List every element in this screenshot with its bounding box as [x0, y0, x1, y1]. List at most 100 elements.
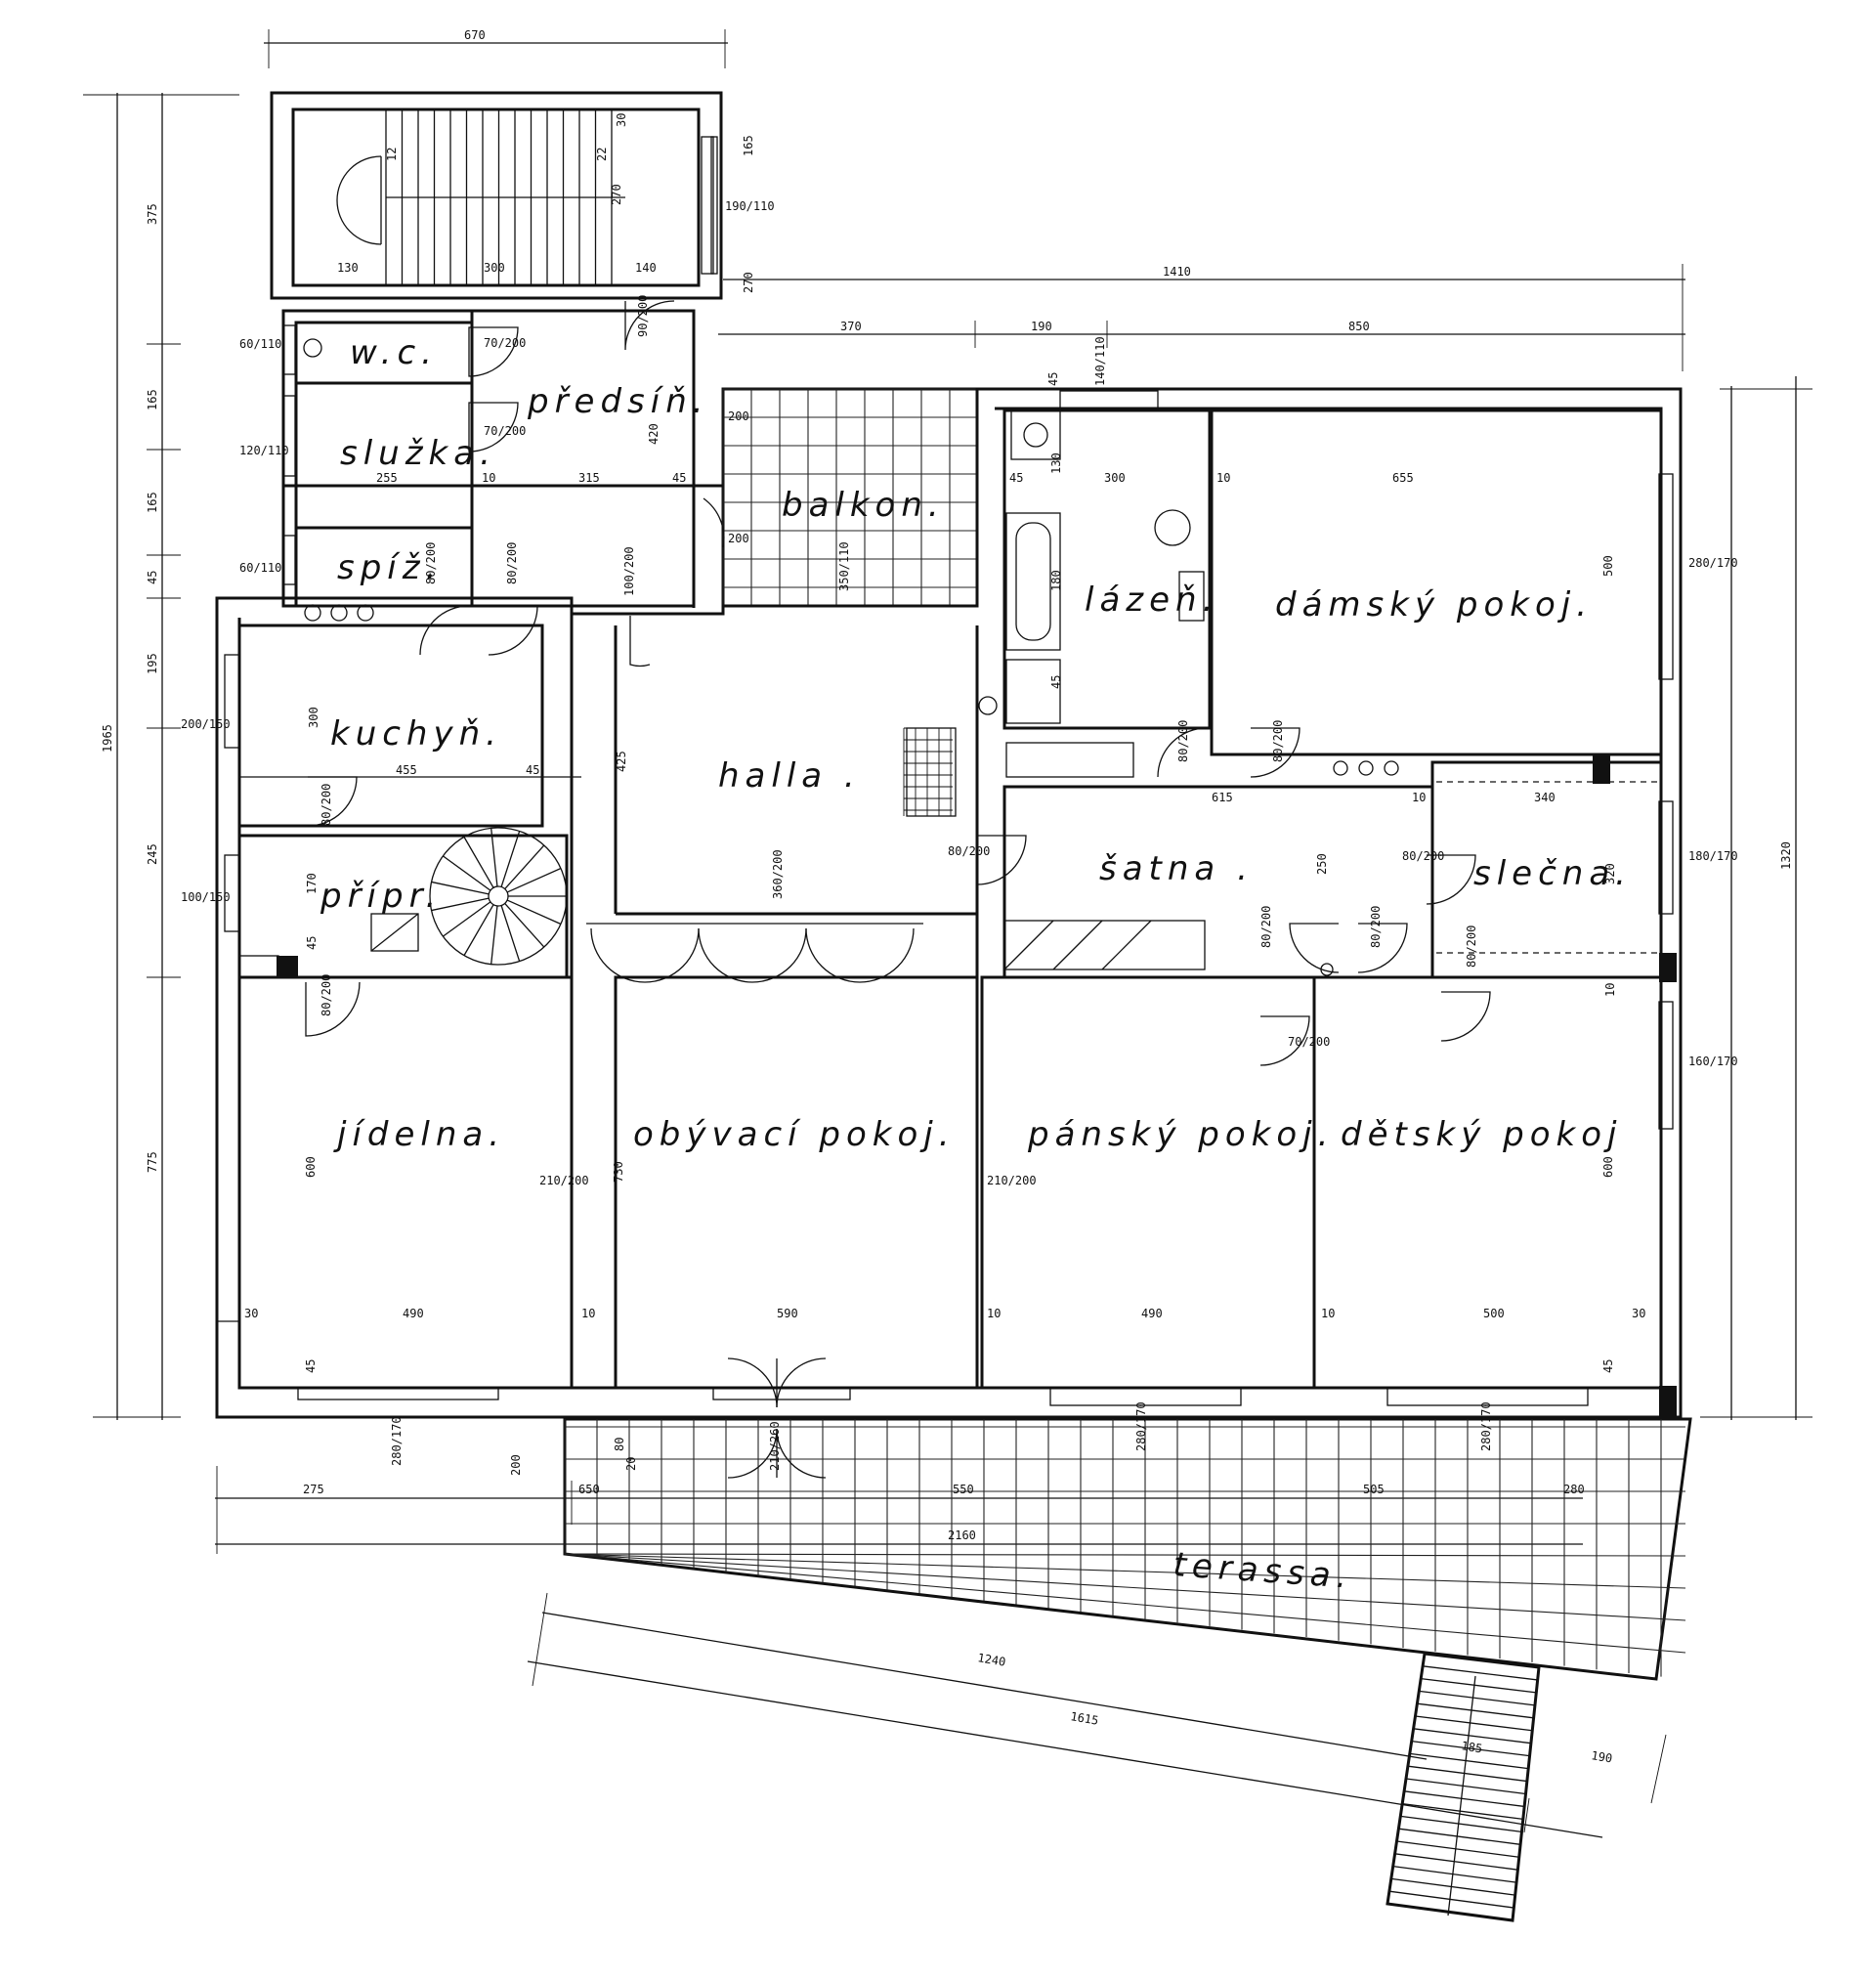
dim-label: 315 [578, 471, 600, 485]
dim-label: 280/170 [1479, 1401, 1493, 1451]
dim-label: 140/110 [1093, 336, 1107, 386]
upper-staircase [270, 91, 723, 300]
dim-label: 45 [672, 471, 686, 485]
dim-label: 80/200 [1465, 926, 1478, 968]
dim-label: 100/150 [181, 890, 231, 904]
dim-label: 130 [337, 261, 359, 275]
room-label-satna: šatna . [1099, 849, 1254, 888]
dim-label: 650 [578, 1483, 600, 1496]
dim-label: 120/110 [239, 444, 289, 457]
dim-label: 255 [376, 471, 398, 485]
dim-label: 200 [509, 1454, 523, 1476]
dim-label: 80 [613, 1438, 626, 1451]
dim-label: 505 [1363, 1483, 1385, 1496]
dim-label: 320 [1603, 863, 1617, 884]
dim-label: 45 [1049, 675, 1063, 689]
dim-label: 195 [146, 653, 159, 674]
dim-label: 70/200 [484, 424, 526, 438]
dim-label: 10 [1412, 791, 1426, 804]
dim-label: 190 [1031, 320, 1052, 333]
dim-label: 210/260 [768, 1421, 782, 1471]
dim-label: 600 [1601, 1156, 1615, 1178]
dim-label: 210/200 [539, 1174, 589, 1187]
dim-label: 190/110 [725, 199, 775, 213]
dim-label: 190 [1591, 1748, 1614, 1765]
dim-label: 80/200 [1259, 906, 1273, 948]
fixtures [303, 338, 1399, 976]
dim-label: 280/170 [390, 1416, 404, 1466]
dim-label: 1320 [1779, 841, 1793, 870]
terrace [563, 1417, 1692, 1922]
dim-label: 80/200 [505, 542, 519, 584]
dim-label: 350/110 [837, 541, 851, 591]
room-label-spiz: spíž. [337, 548, 442, 587]
dim-label: 165 [146, 492, 159, 513]
dim-label: 10 [1603, 983, 1617, 997]
dim-label: 70/200 [1288, 1035, 1330, 1049]
dim-label: 45 [304, 1359, 318, 1373]
dim-label: 615 [1212, 791, 1233, 804]
dim-label: 340 [1534, 791, 1556, 804]
dim-label: 670 [464, 28, 486, 42]
dim-label: 60/110 [239, 561, 281, 575]
dim-label: 375 [146, 203, 159, 225]
dim-label: 210/200 [987, 1174, 1037, 1187]
room-label-predsin: předsíň. [527, 382, 709, 421]
dim-label: 45 [146, 571, 159, 584]
dim-label: 200 [728, 532, 749, 545]
dim-label: 275 [303, 1483, 324, 1496]
dim-label: 250 [1315, 853, 1329, 875]
dim-label: 80/200 [424, 542, 438, 584]
dim-label: 80/200 [1271, 720, 1285, 762]
room-label-obyvaci: obývací pokoj. [633, 1115, 956, 1154]
dim-label: 245 [146, 843, 159, 865]
dim-label: 45 [1046, 372, 1060, 386]
dim-label: 160/170 [1688, 1055, 1738, 1068]
dim-label: 500 [1601, 555, 1615, 577]
dim-label: 10 [1216, 471, 1230, 485]
dim-label: 180 [1049, 570, 1063, 591]
dim-label: 130 [1049, 452, 1063, 474]
dim-label: 100/200 [622, 546, 636, 596]
dim-label: 420 [647, 423, 661, 445]
dim-label: 550 [953, 1483, 974, 1496]
dim-label: 165 [742, 135, 755, 156]
dim-label: 360/200 [771, 849, 785, 899]
dim-label: 280/170 [1688, 556, 1738, 570]
dim-label: 850 [1348, 320, 1370, 333]
dim-label: 370 [840, 320, 862, 333]
room-label-jidelna: jídelna. [333, 1115, 505, 1154]
dim-label: 500 [1483, 1307, 1505, 1320]
dim-label: 45 [526, 763, 539, 777]
dim-label: 490 [403, 1307, 424, 1320]
dimension-lines [83, 29, 1812, 1838]
spiral-staircase [429, 827, 568, 966]
room-label-lazen: lázeň. [1085, 581, 1218, 620]
dim-label: 775 [146, 1151, 159, 1173]
door-swings [305, 300, 1491, 1479]
dim-label: 455 [396, 763, 417, 777]
dim-label: 1615 [1070, 1709, 1100, 1728]
dim-label: 10 [1321, 1307, 1335, 1320]
dim-label: 200/150 [181, 717, 231, 731]
dim-label: 1965 [101, 724, 114, 753]
dim-label: 590 [777, 1307, 798, 1320]
dim-label: 30 [615, 113, 628, 127]
dim-label: 80/200 [1402, 849, 1444, 863]
dim-label: 1240 [977, 1651, 1007, 1669]
room-label-slecna: slečna. [1473, 854, 1632, 893]
dim-label: 10 [987, 1307, 1001, 1320]
dim-label: 80/200 [1369, 906, 1383, 948]
room-label-halla: halla . [718, 756, 861, 796]
dim-label: 10 [581, 1307, 595, 1320]
dim-label: 45 [305, 936, 319, 950]
dim-label: 45 [1601, 1359, 1615, 1373]
dim-label: 180/170 [1688, 849, 1738, 863]
dim-label: 165 [146, 389, 159, 410]
dim-label: 80/200 [320, 974, 333, 1016]
dim-label: 80/200 [948, 844, 990, 858]
room-label-pripr: přípr. [320, 877, 442, 916]
dim-label: 30 [244, 1307, 258, 1320]
dimension-texts: 670 1410 370 190 850 375 165 165 45 195 … [101, 28, 1793, 1766]
room-labels: w.c. předsíň. služka. spíž. balkon. láze… [320, 333, 1632, 1597]
